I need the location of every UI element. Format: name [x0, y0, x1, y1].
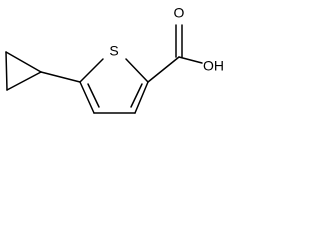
thiophene-double-bond-c2-c3 — [130, 83, 143, 108]
molecule-diagram: S O OH — [5, 5, 224, 114]
carboxyl-to-hydroxyl-bond — [178, 56, 203, 64]
cyclopropyl-to-thiophene-bond — [40, 71, 81, 83]
cyclopropyl-ring — [5, 51, 42, 91]
cyclopropyl-bond-bottom — [6, 71, 42, 91]
ring-to-carboxyl-bond — [147, 56, 180, 83]
hydroxyl-label: OH — [203, 58, 224, 74]
thiophene-bond-s-c2 — [125, 58, 149, 83]
thiophene-bond-c2-c3 — [134, 81, 149, 114]
carbonyl-oxygen-label: O — [174, 5, 185, 21]
carboxylic-acid-group — [147, 24, 203, 83]
thiophene-bond-c4-c5 — [79, 81, 95, 114]
thiophene-bond-c5-s — [79, 58, 104, 83]
cyclopropyl-bond-top — [5, 51, 42, 73]
thiophene-double-bond-c4-c5 — [87, 83, 100, 108]
cyclopropyl-bond-left — [5, 51, 8, 91]
structure-canvas: S O OH — [0, 0, 232, 122]
thiophene-ring — [79, 58, 149, 114]
sulfur-atom-label: S — [109, 43, 118, 59]
